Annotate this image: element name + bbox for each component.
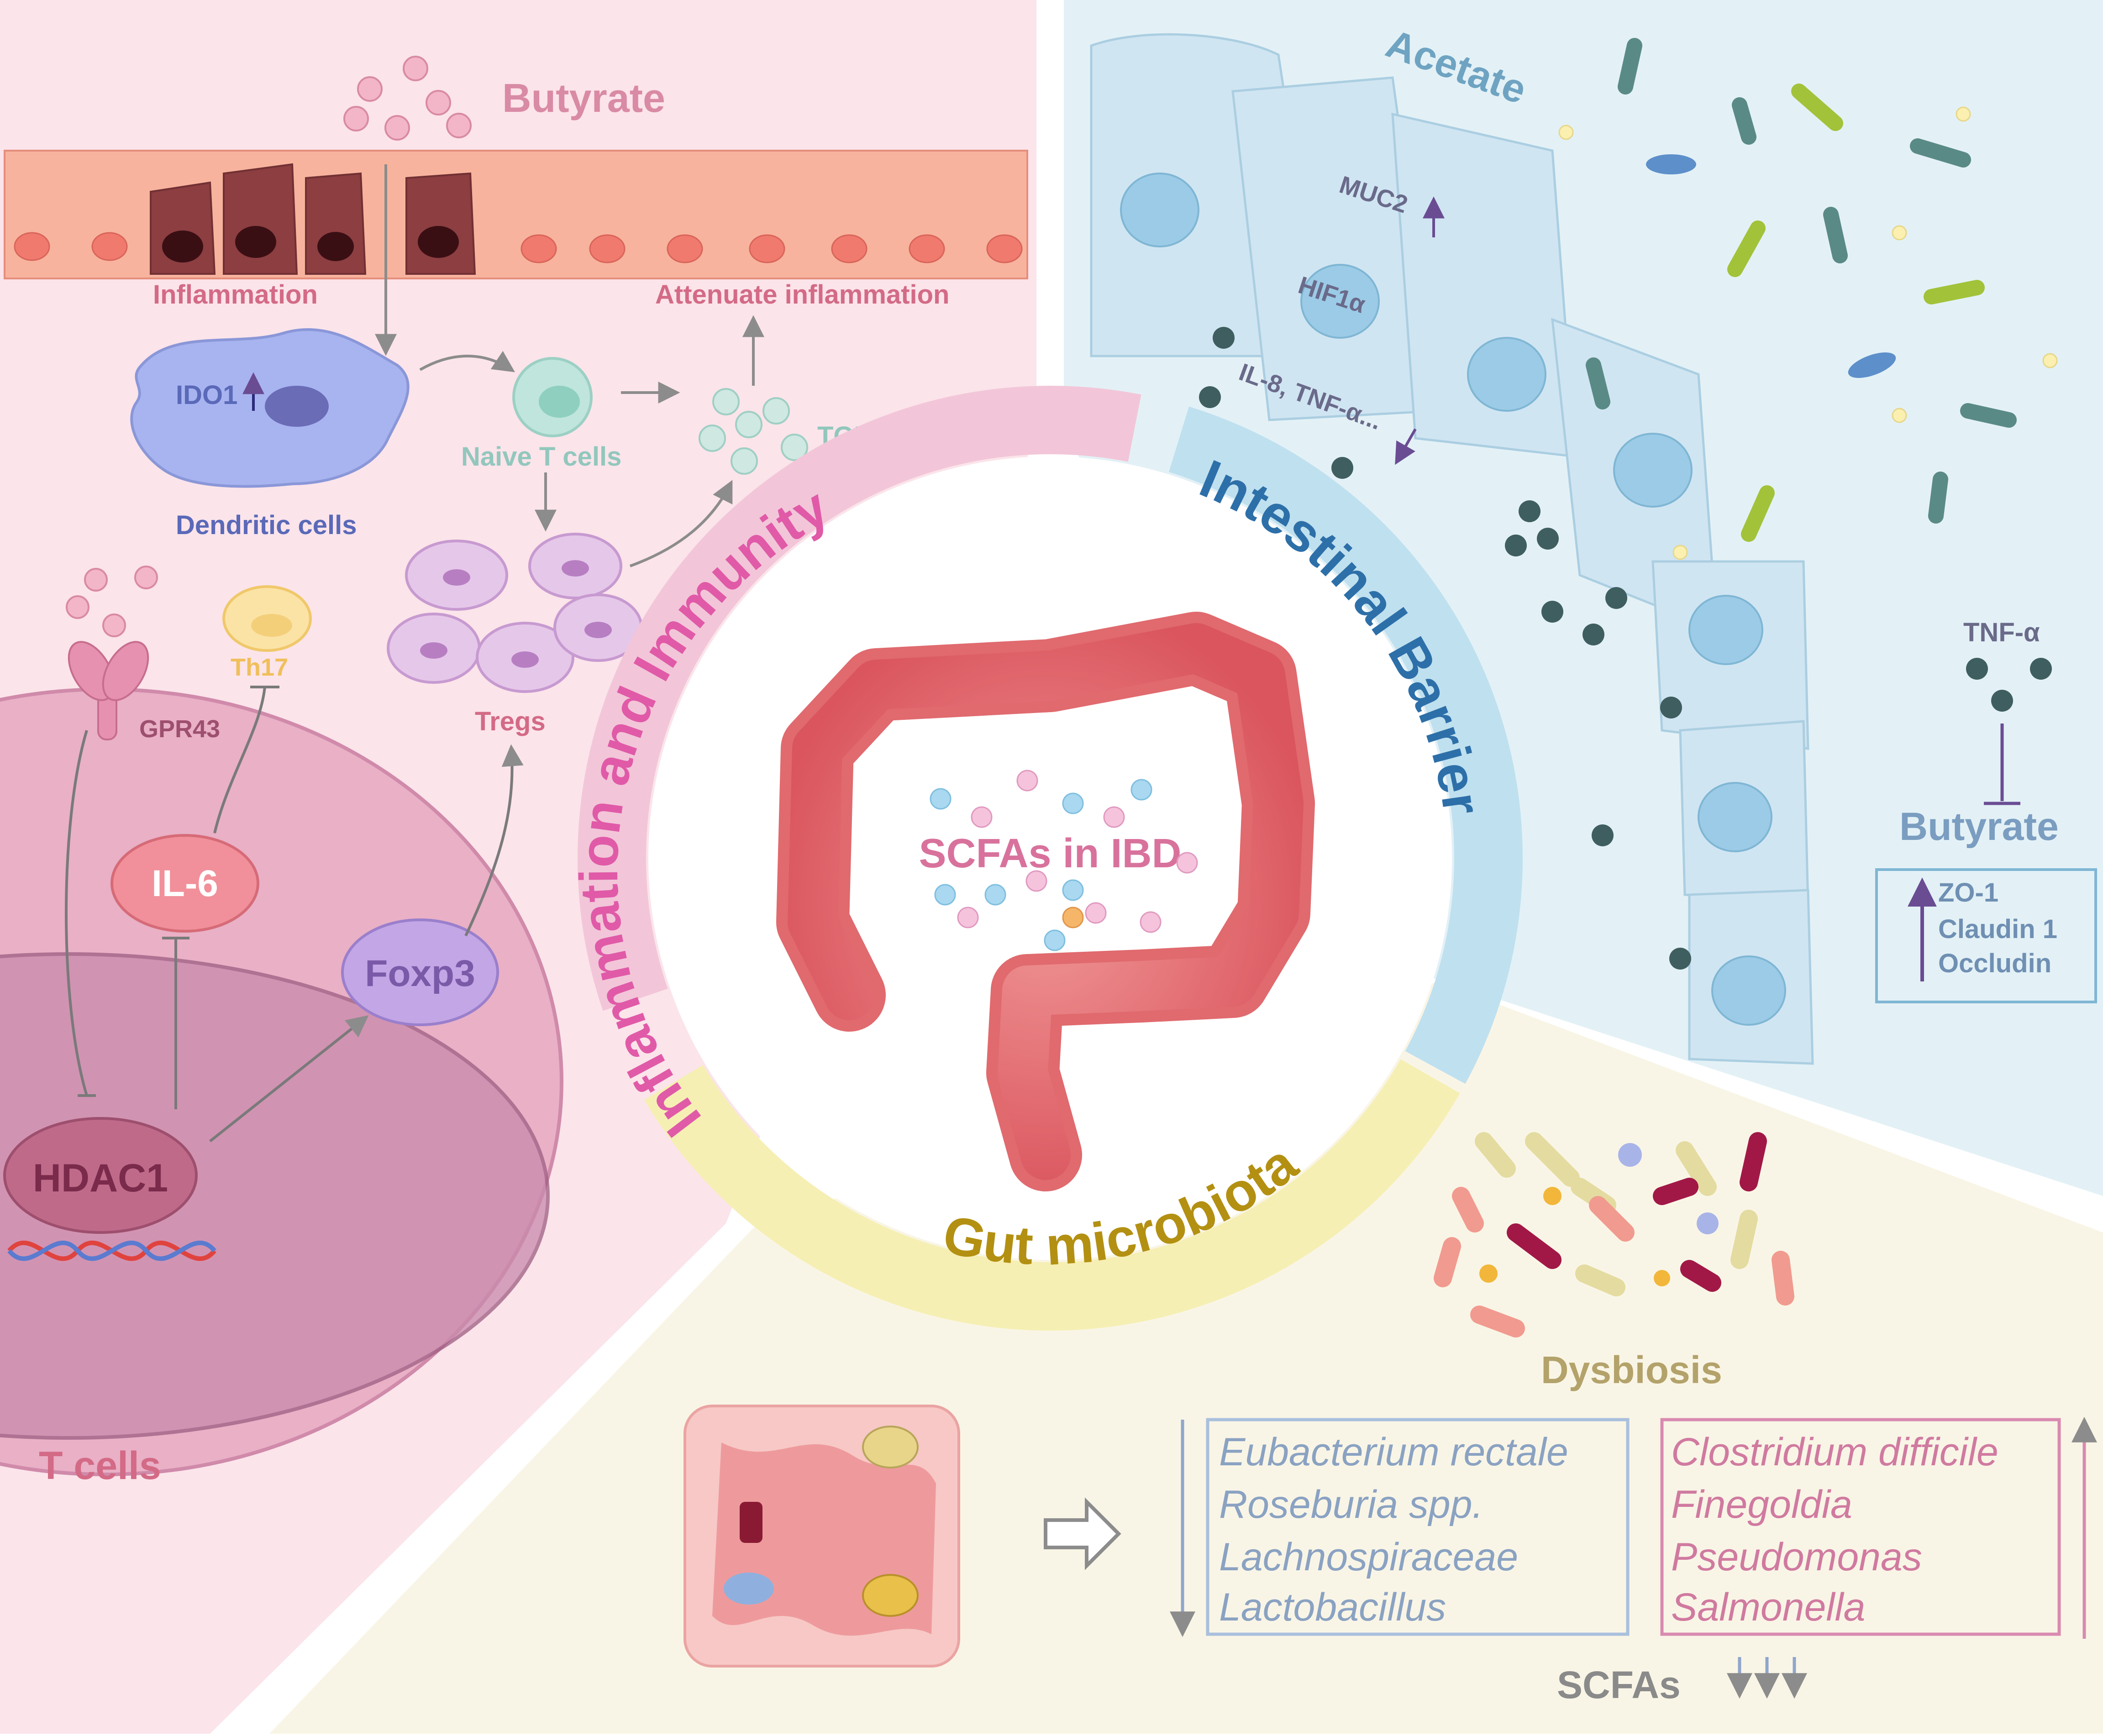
butyrate-molecules bbox=[343, 56, 472, 141]
tnf-label: TNF-α bbox=[1963, 618, 2040, 647]
naive-label: Naive T cells bbox=[461, 442, 621, 472]
naive-t-nucleus bbox=[539, 386, 580, 418]
tgf-beta-cluster bbox=[699, 388, 808, 475]
th17-label: Th17 bbox=[231, 654, 288, 681]
hdac1-label: HDAC1 bbox=[33, 1156, 168, 1200]
decreased-3: Lachnospiraceae bbox=[1219, 1535, 1518, 1579]
scfas-down-arrows bbox=[1727, 1657, 1807, 1699]
center-ring-barrier bbox=[578, 386, 1523, 1331]
dysbiosis-dots bbox=[1479, 1143, 1719, 1286]
foxp3-label: Foxp3 bbox=[365, 953, 475, 994]
il8-down-arrow bbox=[1395, 428, 1417, 465]
treg-nuclei bbox=[420, 560, 612, 668]
gpr43-receptor bbox=[68, 641, 149, 740]
increased-4: Salmonella bbox=[1671, 1585, 1865, 1629]
th17-nucleus bbox=[251, 614, 292, 637]
yellow-particles bbox=[1558, 106, 2058, 560]
barrier-butyrate-label: Butyrate bbox=[1899, 805, 2059, 849]
barrier-nuclei bbox=[1120, 173, 1786, 1026]
center-ring-immunity bbox=[578, 386, 1523, 1331]
increased-1: Clostridium difficile bbox=[1671, 1430, 1998, 1474]
dna-helix bbox=[7, 1240, 216, 1261]
tcell-pathway-lines bbox=[65, 686, 524, 1143]
il6-oval bbox=[110, 834, 259, 933]
cytokine-particles bbox=[1199, 327, 2052, 970]
dendritic-label: Dendritic cells bbox=[176, 510, 357, 540]
scfas-label: SCFAs bbox=[1557, 1663, 1681, 1706]
dysbiosis-label: Dysbiosis bbox=[1541, 1348, 1722, 1391]
inflammation-label: Inflammation bbox=[153, 280, 318, 309]
decreased-1: Eubacterium rectale bbox=[1219, 1430, 1568, 1474]
attenuate-label: Attenuate inflammation bbox=[655, 280, 950, 309]
decreased-4: Lactobacillus bbox=[1219, 1585, 1446, 1629]
il6-label: IL-6 bbox=[152, 863, 218, 904]
junction-occludin: Occludin bbox=[1938, 949, 2051, 978]
hollow-right-arrow bbox=[1044, 1497, 1121, 1570]
decreased-2: Roseburia spp. bbox=[1219, 1483, 1483, 1526]
bacteria-rods-barrier bbox=[1586, 38, 2017, 542]
center-ring-microbiota bbox=[578, 386, 1523, 1331]
colon-illustration bbox=[776, 612, 1315, 1191]
center-title: SCFAs in IBD bbox=[919, 831, 1181, 876]
butyrate-molecules-2 bbox=[66, 566, 158, 637]
butyrate-label: Butyrate bbox=[502, 75, 665, 121]
junction-zo1: ZO-1 bbox=[1938, 878, 1998, 907]
dysbiosis-bacteria bbox=[1434, 1132, 1794, 1337]
decreased-box bbox=[1206, 1418, 1630, 1636]
foxp3-oval bbox=[341, 918, 499, 1026]
junction-box bbox=[1875, 868, 2097, 1003]
intestine-section bbox=[683, 1405, 960, 1668]
increased-3: Pseudomonas bbox=[1671, 1535, 1922, 1579]
dc-to-naive-arrow bbox=[419, 351, 515, 372]
tcells-label: T cells bbox=[39, 1444, 161, 1488]
treg-to-tgf-arrow bbox=[629, 480, 733, 567]
increased-2: Finegoldia bbox=[1671, 1483, 1852, 1526]
gpr43-label: GPR43 bbox=[139, 715, 220, 743]
dendritic-nucleus bbox=[265, 386, 329, 427]
scfa-dots bbox=[930, 770, 1198, 951]
t-cell-nucleus bbox=[0, 952, 550, 1440]
blue-bacteria bbox=[1646, 154, 1896, 378]
ido1-label: IDO1 bbox=[176, 380, 237, 410]
tregs-label: Tregs bbox=[475, 707, 546, 736]
increased-box bbox=[1660, 1418, 2061, 1636]
epithelium-left bbox=[4, 150, 1028, 279]
hdac1-oval bbox=[3, 1117, 198, 1234]
junction-claudin: Claudin 1 bbox=[1938, 914, 2057, 944]
